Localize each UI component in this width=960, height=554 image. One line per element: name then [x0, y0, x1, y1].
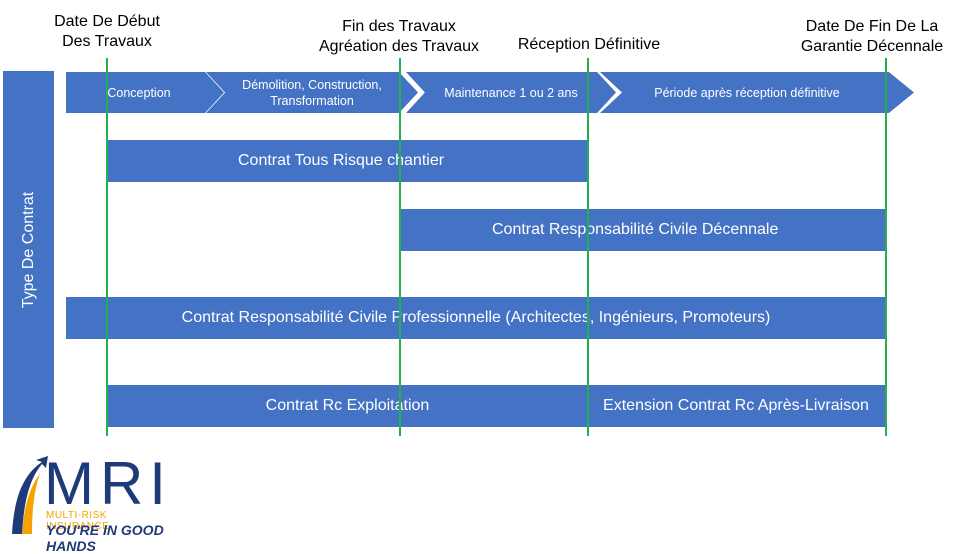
phase-arrow-maintenance: Maintenance 1 ou 2 ans: [406, 72, 616, 113]
bar-rc-exploitation-label: Contrat Rc Exploitation: [265, 397, 430, 414]
bar-rc-exploitation: Contrat Rc Exploitation: [107, 385, 588, 427]
phase-arrow-conception: Conception: [66, 72, 224, 113]
bar-rc-decennale: Contrat Responsabilité Civile Décennale: [400, 209, 886, 251]
milestone-warranty-end-line2: Garantie Décennale: [800, 38, 944, 55]
contract-type-label: Type De Contrat: [19, 191, 37, 308]
logo-tagline: YOU'RE IN GOOD HANDS: [46, 522, 164, 554]
milestone-final-reception: Réception Définitive: [500, 35, 678, 55]
bar-rc-professionnelle-label: Contrat Responsabilité Civile Profession…: [181, 309, 771, 326]
milestone-line-warranty-end: [885, 58, 887, 436]
bar-tous-risque-chantier-label: Contrat Tous Risque chantier: [238, 152, 445, 169]
milestone-end-works: Fin des Travaux Agréation des Travaux: [306, 17, 492, 57]
bar-rc-professionnelle: Contrat Responsabilité Civile Profession…: [66, 297, 886, 339]
milestone-line-start: [106, 58, 108, 436]
milestone-start-line2: Des Travaux: [62, 33, 152, 50]
milestone-start-line1: Date De Début: [54, 13, 160, 30]
contract-type-box: Type De Contrat: [3, 71, 54, 428]
phase-label-post-reception: Période après réception définitive: [654, 85, 840, 100]
milestone-start: Date De Début Des Travaux: [40, 12, 174, 52]
logo-swoosh-icon: [12, 456, 48, 534]
bar-tous-risque-chantier: Contrat Tous Risque chantier: [107, 140, 588, 182]
mri-logo: MRI MULTI-RISK INSURANCE YOU'RE IN GOOD …: [6, 452, 166, 554]
milestone-end-works-line1: Fin des Travaux: [342, 18, 456, 35]
milestone-final-reception-line1: Réception Définitive: [517, 36, 661, 53]
milestone-warranty-end-line1: Date De Fin De La: [805, 18, 939, 35]
logo-name: MRI: [44, 450, 172, 517]
milestone-line-end-works: [399, 58, 401, 436]
bar-extension-rc-label: Extension Contrat Rc Après-Livraison: [603, 397, 869, 414]
phase-label-maintenance: Maintenance 1 ou 2 ans: [444, 85, 578, 100]
phase-label-conception: Conception: [107, 85, 171, 100]
phase-arrow-construction: Démolition, Construction, Transformation: [206, 72, 418, 113]
bar-extension-rc: Extension Contrat Rc Après-Livraison: [588, 385, 886, 427]
milestone-warranty-end: Date De Fin De La Garantie Décennale: [784, 17, 960, 57]
bar-rc-decennale-label: Contrat Responsabilité Civile Décennale: [492, 221, 779, 238]
logo-subtitle: MULTI-RISK INSURANCE: [46, 510, 110, 532]
phase-arrow-post-reception: Période après réception définitive: [600, 72, 914, 113]
milestone-line-final-reception: [587, 58, 589, 436]
phase-label-construction: Démolition, Construction, Transformation: [242, 77, 382, 108]
milestone-end-works-line2: Agréation des Travaux: [318, 38, 480, 55]
